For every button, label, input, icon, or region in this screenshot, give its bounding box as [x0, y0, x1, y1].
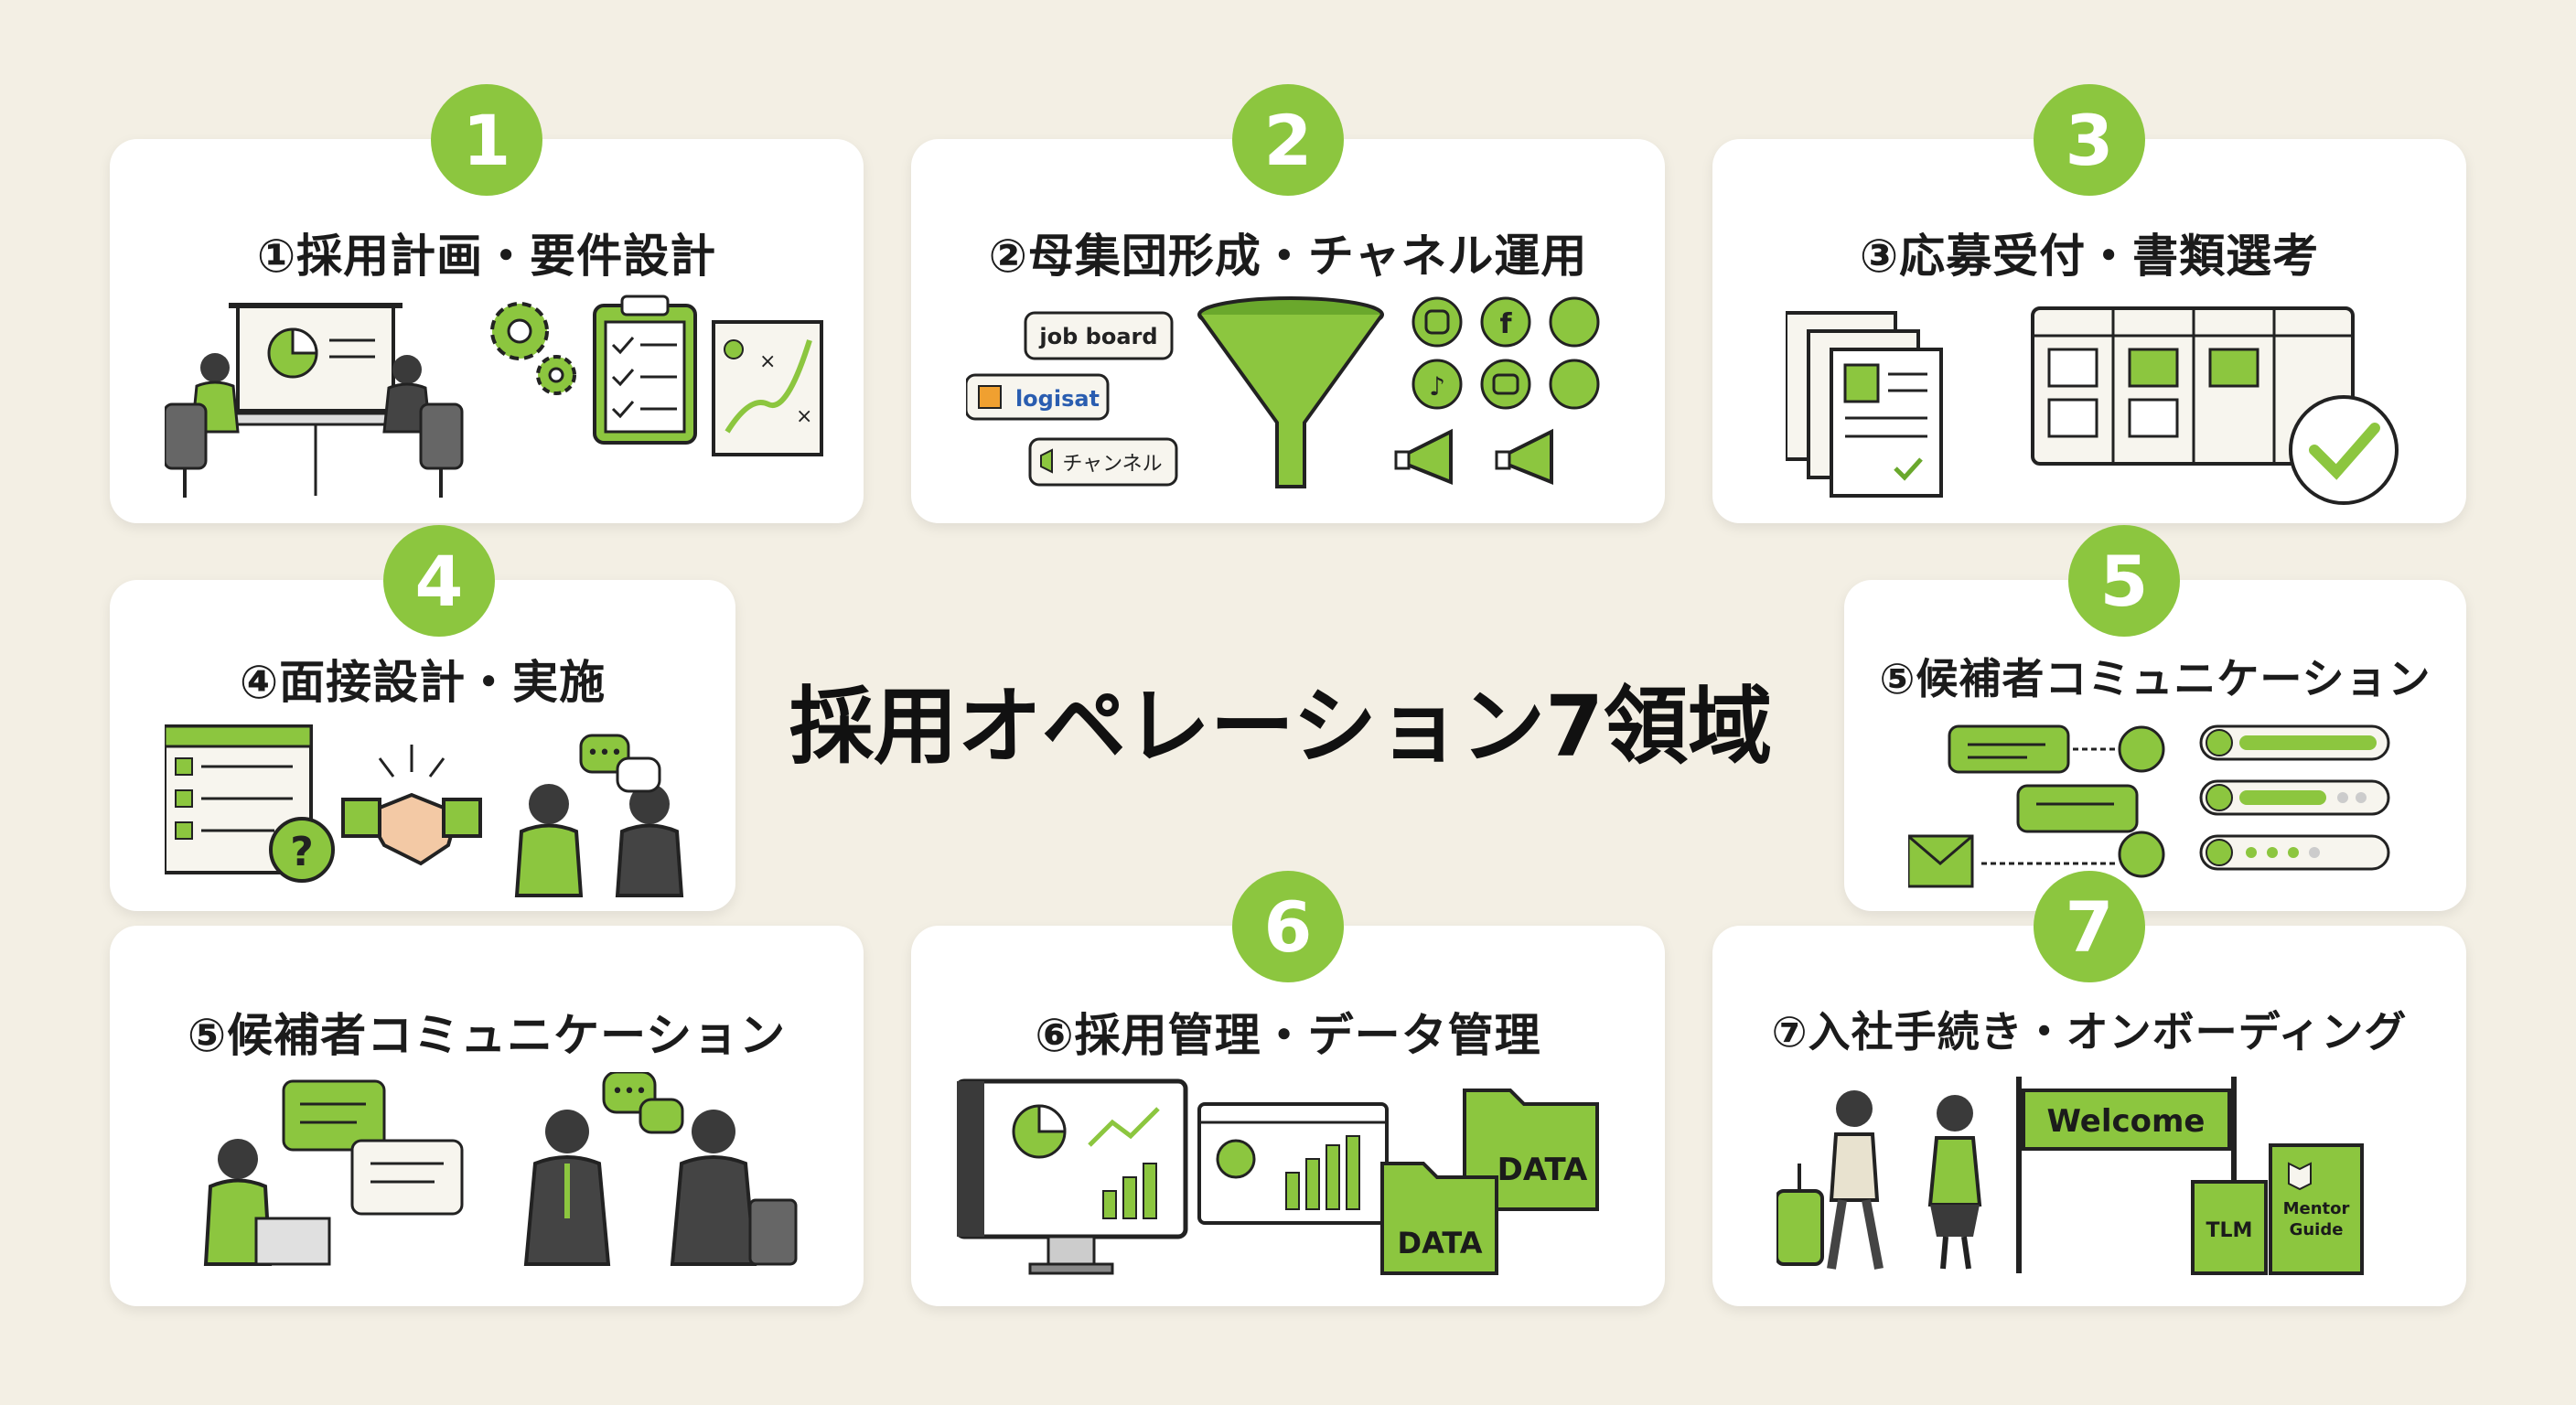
card-title: ③応募受付・書類選考: [1859, 230, 2320, 283]
svg-text:♪: ♪: [1429, 371, 1445, 402]
card-title: ⑤候補者コミュニケーション: [187, 1009, 787, 1062]
book-label-line2: Guide: [2290, 1220, 2344, 1239]
card-talent-pool: ②母集団形成・チャネル運用 job board logisat チャンネル f …: [911, 139, 1665, 523]
dashboard-data-illustration: DATA DATA: [957, 1072, 1634, 1282]
step-badge-1: 1: [431, 84, 542, 196]
svg-text:•••: •••: [587, 742, 623, 765]
interview-illustration: ? •••: [165, 717, 714, 900]
book-label-line1: Mentor: [2283, 1199, 2350, 1218]
svg-text:f: f: [1499, 308, 1512, 340]
card-title: ⑥採用管理・データ管理: [1035, 1009, 1541, 1062]
tag-logo: logisat: [1015, 386, 1100, 412]
card-hiring-plan: ①採用計画・要件設計: [110, 139, 864, 523]
card-candidate-communication-2: ⑤候補者コミュニケーション •••: [110, 926, 864, 1306]
card-title: ④面接設計・実施: [239, 656, 606, 709]
card-applications: ③応募受付・書類選考: [1712, 139, 2466, 523]
step-badge-3: 3: [2034, 84, 2145, 196]
tag-job-board: job board: [1038, 324, 1157, 349]
conversation-illustration: •••: [201, 1072, 805, 1282]
card-interview: ④面接設計・実施 ? •••: [110, 580, 735, 911]
card-title: ⑤候補者コミュニケーション: [1879, 654, 2431, 703]
svg-text:×: ×: [796, 405, 812, 428]
step-badge-6: 6: [1232, 871, 1344, 982]
folder-label: DATA: [1398, 1226, 1483, 1260]
card-candidate-communication: ⑤候補者コミュニケーション: [1844, 580, 2466, 911]
book-label: TLM: [2206, 1219, 2253, 1242]
svg-text:•••: •••: [612, 1080, 648, 1103]
card-title: ⑦入社手続き・オンボーディング: [1771, 1007, 2408, 1056]
tag-channel: チャンネル: [1062, 453, 1162, 476]
svg-text:?: ?: [290, 829, 314, 875]
step-badge-7: 7: [2034, 871, 2145, 982]
folder-label: DATA: [1497, 1152, 1588, 1188]
card-title: ②母集団形成・チャネル運用: [988, 230, 1588, 283]
welcome-onboarding-illustration: Welcome TLM Mentor Guide: [1776, 1063, 2417, 1282]
page-title: 採用オペレーション7領域: [789, 678, 1773, 776]
svg-text:×: ×: [759, 350, 776, 373]
document-screening-illustration: [1786, 299, 2408, 509]
step-badge-5: 5: [2068, 525, 2180, 637]
card-data-management: ⑥採用管理・データ管理 DATA DATA: [911, 926, 1665, 1306]
step-badge-4: 4: [383, 525, 495, 637]
card-title: ①採用計画・要件設計: [256, 230, 717, 283]
messaging-status-illustration: [1908, 717, 2439, 900]
card-onboarding: ⑦入社手続き・オンボーディング Welcome TLM: [1712, 926, 2466, 1306]
welcome-banner-text: Welcome: [2046, 1103, 2205, 1140]
meeting-presentation-illustration: × ×: [165, 295, 823, 505]
channel-funnel-illustration: job board logisat チャンネル f ♪: [966, 295, 1625, 505]
step-badge-2: 2: [1232, 84, 1344, 196]
